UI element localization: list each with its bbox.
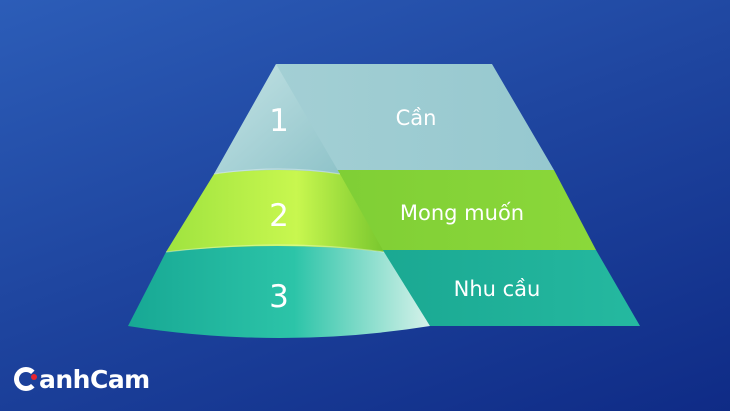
cone-layer-1 bbox=[214, 64, 340, 174]
band-2-panel bbox=[322, 170, 596, 250]
level-1-number: 1 bbox=[269, 103, 289, 139]
level-3-label: Nhu cầu bbox=[453, 277, 541, 301]
level-1-label: Cần bbox=[395, 106, 437, 130]
level-2-number: 2 bbox=[269, 198, 289, 234]
band-3-panel bbox=[378, 250, 640, 326]
cone-layer-2 bbox=[166, 169, 384, 252]
level-3-number: 3 bbox=[269, 279, 289, 315]
brand-logo: anhCam bbox=[14, 362, 150, 396]
cone-layer-3 bbox=[128, 245, 430, 338]
band-1-panel bbox=[276, 64, 554, 170]
brand-text: anhCam bbox=[39, 364, 150, 394]
level-2-label: Mong muốn bbox=[399, 201, 525, 225]
brand-c-icon bbox=[14, 367, 38, 391]
